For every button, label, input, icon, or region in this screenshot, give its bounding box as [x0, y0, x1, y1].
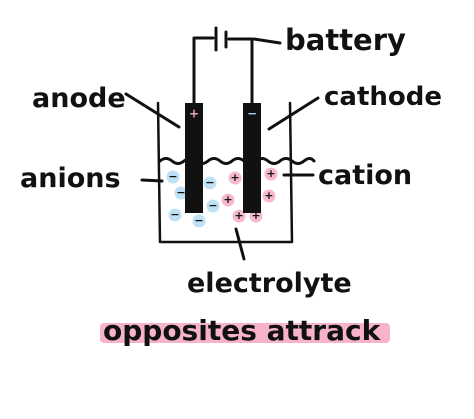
- svg-text:−: −: [168, 170, 177, 183]
- cation-label: cation: [318, 160, 412, 191]
- anion: −: [206, 199, 220, 213]
- cathode-pointer-line: [267, 96, 320, 131]
- battery-label: battery: [285, 23, 406, 57]
- electrolyte-pointer-line: [234, 227, 246, 261]
- anion: −: [168, 208, 182, 222]
- caption-highlight: [100, 323, 390, 343]
- cation: +: [232, 209, 246, 223]
- anode-label: anode: [32, 83, 126, 114]
- battery-pointer-line: [252, 37, 282, 45]
- svg-text:+: +: [264, 189, 273, 202]
- cation: +: [228, 171, 242, 185]
- svg-text:+: +: [266, 167, 275, 180]
- anion: −: [192, 214, 206, 228]
- cation: +: [262, 189, 276, 203]
- anions-label: anions: [20, 163, 121, 194]
- svg-text:−: −: [205, 176, 214, 189]
- anode-electrode: [185, 103, 203, 213]
- cathode-electrode: [243, 103, 261, 213]
- beaker: [156, 101, 294, 244]
- electrolyte-label: electrolyte: [187, 268, 352, 299]
- svg-text:−: −: [194, 214, 203, 227]
- cathode-label: cathode: [324, 82, 442, 112]
- anion: −: [174, 186, 188, 200]
- battery-circuit: [192, 26, 282, 107]
- caption: opposites attrack: [103, 314, 382, 347]
- cation: +: [264, 167, 278, 181]
- svg-text:+: +: [251, 209, 260, 222]
- svg-text:−: −: [170, 208, 179, 221]
- anion: −: [203, 176, 217, 190]
- svg-text:+: +: [234, 209, 243, 222]
- ions-group: − − − − − − + +: [166, 167, 278, 228]
- wire-anode: [192, 36, 215, 107]
- anode-sign: +: [189, 107, 199, 121]
- svg-text:−: −: [176, 186, 185, 199]
- anode-pointer-line: [124, 92, 181, 129]
- svg-text:+: +: [223, 193, 232, 206]
- cathode-sign: −: [247, 107, 257, 121]
- svg-text:−: −: [208, 199, 217, 212]
- anions-pointer-line: [140, 178, 164, 183]
- wire-cathode: [227, 37, 254, 107]
- anion: −: [166, 170, 180, 184]
- svg-text:+: +: [230, 171, 239, 184]
- cation: +: [221, 193, 235, 207]
